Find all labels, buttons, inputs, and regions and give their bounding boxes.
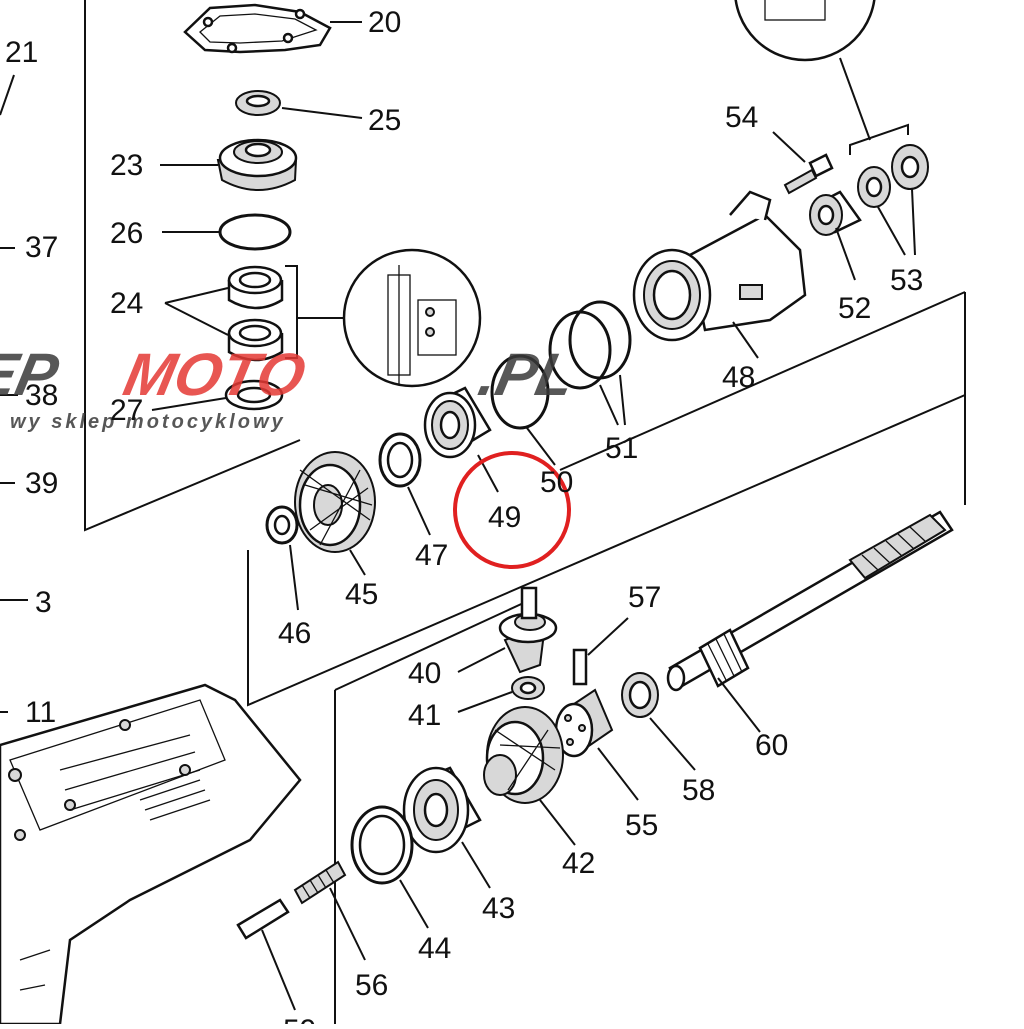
- callout-23: 23: [110, 149, 143, 182]
- watermark: LEP MOTO .PL wy sklep motocyklowy: [0, 341, 581, 433]
- part-43-bearing: [402, 766, 491, 889]
- part-27-washer: [151, 379, 284, 411]
- part-50-oring: [490, 354, 556, 466]
- part-44-shim: [350, 805, 429, 929]
- callout-47: 47: [415, 539, 448, 572]
- part-25-seal: [235, 90, 363, 119]
- part-57-pin: [572, 617, 629, 686]
- callout-54: 54: [725, 101, 758, 134]
- callout-56: 56: [355, 969, 388, 1002]
- watermark-brand-right: .PL: [473, 341, 581, 408]
- callout-60: 60: [755, 729, 788, 762]
- part-59-pin: [236, 898, 296, 1011]
- part-54-bolt: [772, 131, 834, 195]
- part-47-shim: [378, 432, 431, 536]
- part-52-bearing: [809, 190, 862, 281]
- callout-42: 42: [562, 847, 595, 880]
- part-56-spring: [293, 860, 366, 961]
- watermark-brand-mid: MOTO: [118, 341, 311, 408]
- callout-58: 58: [682, 774, 715, 807]
- highlight-circle: [453, 451, 571, 569]
- lower-casing: [0, 74, 302, 1026]
- part-42-gear: [483, 706, 576, 846]
- callout-45: 45: [345, 578, 378, 611]
- callout-38: 38: [25, 379, 58, 412]
- callout-46: 46: [278, 617, 311, 650]
- detail-circle-top: [734, 0, 909, 155]
- part-58-bushing: [621, 672, 696, 771]
- callout-43: 43: [482, 892, 515, 925]
- part-41-nut: [457, 676, 545, 713]
- part-46-washer: [265, 505, 299, 611]
- part-23-housing: [160, 138, 298, 191]
- part-20-gasket: [183, 3, 362, 54]
- callout-57: 57: [628, 581, 661, 614]
- callout-37: 37: [25, 231, 58, 264]
- callout-labels: 20 21 25 23 26 37 24 38 27 39 3 11 54 53…: [5, 6, 923, 1029]
- callout-51: 51: [605, 432, 638, 465]
- callout-41: 41: [408, 699, 441, 732]
- callout-48: 48: [722, 361, 755, 394]
- detail-circle-pins: [342, 248, 482, 388]
- callout-21: 21: [5, 36, 38, 69]
- part-24-bearings: [164, 265, 345, 362]
- part-26-oring: [162, 213, 292, 251]
- callout-53: 53: [890, 264, 923, 297]
- callout-59: 59: [283, 1014, 316, 1024]
- callout-44: 44: [418, 932, 451, 965]
- frame-lines: [84, 0, 966, 1024]
- callout-55: 55: [625, 809, 658, 842]
- callout-39: 39: [25, 467, 58, 500]
- part-51-orings: [548, 300, 632, 426]
- callout-27: 27: [110, 394, 143, 427]
- part-40-pinion: [457, 586, 558, 674]
- part-48-housing: [632, 190, 807, 359]
- part-45-gear: [294, 451, 376, 576]
- watermark-tagline: wy sklep motocyklowy: [10, 411, 286, 433]
- callout-3: 3: [35, 586, 52, 619]
- part-49-bearing: [423, 386, 499, 493]
- callout-52: 52: [838, 292, 871, 325]
- callout-49: 49: [488, 501, 521, 534]
- callout-20: 20: [368, 6, 401, 39]
- callout-24: 24: [110, 287, 143, 320]
- callout-11: 11: [25, 696, 56, 729]
- callout-26: 26: [110, 217, 143, 250]
- part-53-bearings: [857, 144, 929, 256]
- callout-40: 40: [408, 657, 441, 690]
- part-55-clutch: [554, 688, 639, 801]
- callout-25: 25: [368, 104, 401, 137]
- part-60-shaft: [666, 510, 954, 733]
- callout-50: 50: [540, 466, 573, 499]
